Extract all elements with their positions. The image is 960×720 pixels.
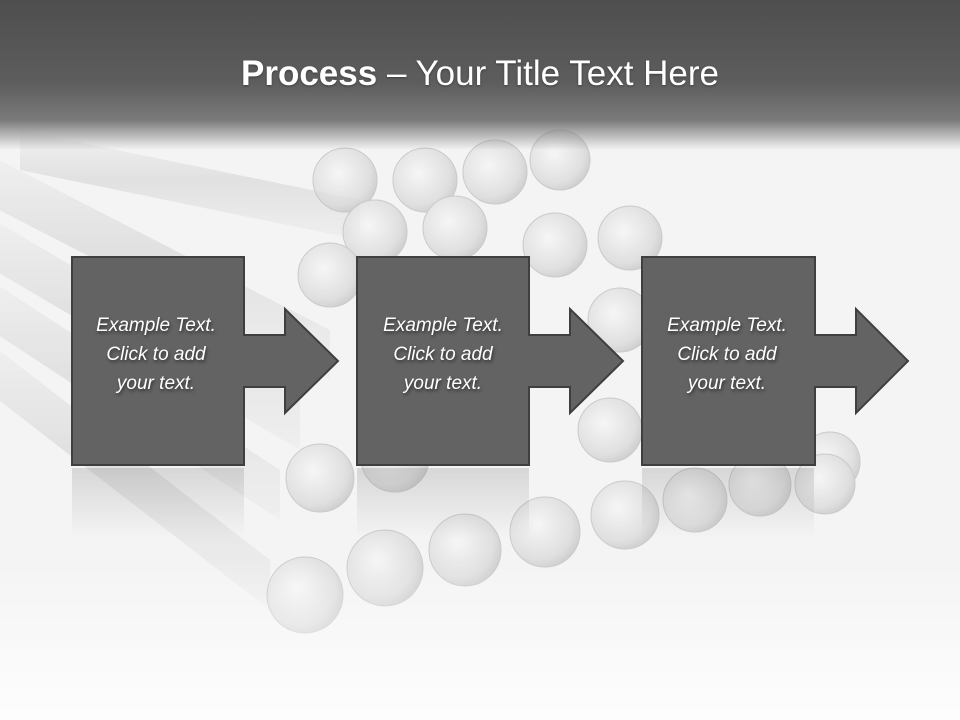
step-3-line-3: your text. <box>687 373 767 394</box>
step-2-text: Example Text. Click to add your text. <box>359 311 527 398</box>
step-1-reflection <box>72 468 244 538</box>
step-2-line-2: Click to add <box>393 344 493 365</box>
slide-title[interactable]: Process – Your Title Text Here <box>0 52 960 96</box>
step-3-text: Example Text. Click to add your text. <box>643 311 811 398</box>
title-bar <box>0 0 960 150</box>
step-3-line-2: Click to add <box>677 344 777 365</box>
step-1-line-1: Example Text. <box>96 315 216 336</box>
step-2-line-3: your text. <box>403 373 483 394</box>
step-2-line-1: Example Text. <box>383 315 503 336</box>
title-bold-part: Process <box>241 54 378 93</box>
step-1-line-3: your text. <box>116 373 196 394</box>
step-1-text: Example Text. Click to add your text. <box>72 311 240 398</box>
step-3-line-1: Example Text. <box>667 315 787 336</box>
step-3-reflection <box>642 468 814 538</box>
step-1-line-2: Click to add <box>106 344 206 365</box>
title-regular-part: – Your Title Text Here <box>377 54 719 93</box>
step-2-reflection <box>357 468 529 538</box>
